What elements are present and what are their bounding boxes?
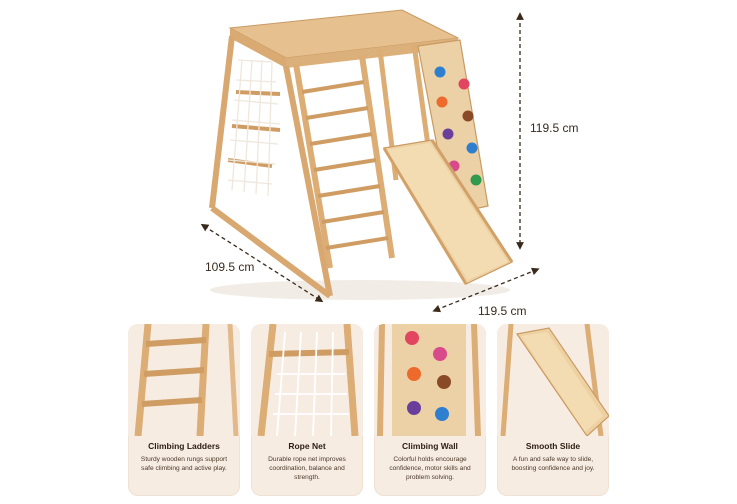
- height-dimension-label: 119.5 cm: [530, 121, 579, 135]
- smooth-slide-image: [497, 324, 609, 436]
- feature-title: Smooth Slide: [525, 441, 581, 451]
- feature-card-rope-net: Rope Net Durable rope net improves coord…: [251, 324, 363, 496]
- climbing-frame-illustration: [200, 9, 540, 313]
- climbing-ladders-image: [128, 324, 240, 436]
- feature-description: Durable rope net improves coordination, …: [268, 456, 346, 481]
- feature-title: Climbing Ladders: [148, 441, 220, 451]
- feature-title: Climbing Wall: [402, 441, 458, 451]
- feature-description: A fun and safe way to slide, boosting co…: [511, 456, 595, 472]
- feature-description: Sturdy wooden rungs support safe climbin…: [140, 456, 228, 472]
- feature-title: Rope Net: [288, 441, 326, 451]
- width-dimension-label: 109.5 cm: [205, 260, 255, 274]
- feature-card-climbing-ladders: Climbing Ladders Sturdy wooden rungs sup…: [128, 324, 240, 496]
- feature-cards: Climbing Ladders Sturdy wooden rungs sup…: [128, 324, 610, 496]
- rope-net-image: [251, 324, 363, 436]
- feature-description: Colorful holds encourage confidence, mot…: [389, 456, 471, 481]
- climbing-wall-image: [374, 324, 486, 436]
- depth-dimension-label: 119.5 cm: [478, 304, 527, 318]
- feature-card-climbing-wall: Climbing Wall Colorful holds encourage c…: [374, 324, 486, 496]
- feature-card-smooth-slide: Smooth Slide A fun and safe way to slide…: [497, 324, 609, 496]
